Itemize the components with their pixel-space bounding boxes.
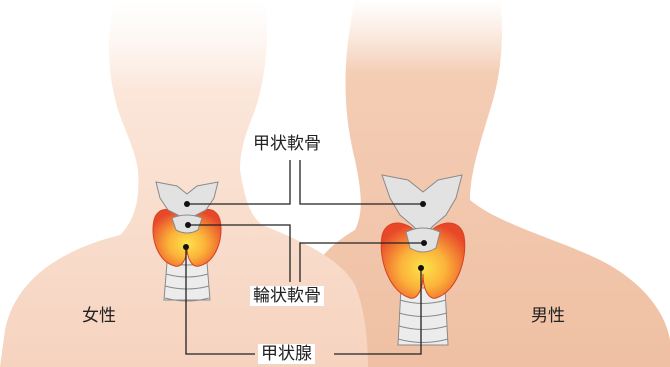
male-label: 男性 bbox=[528, 306, 568, 326]
thyroid-cartilage-label: 甲状軟骨 bbox=[250, 134, 324, 154]
male-cricoid-cartilage bbox=[406, 228, 440, 252]
female-label: 女性 bbox=[79, 306, 119, 326]
female-silhouette bbox=[0, 0, 368, 367]
thyroid-gland-label: 甲状腺 bbox=[258, 344, 315, 364]
cricoid-cartilage-label: 輪状軟骨 bbox=[250, 286, 324, 306]
